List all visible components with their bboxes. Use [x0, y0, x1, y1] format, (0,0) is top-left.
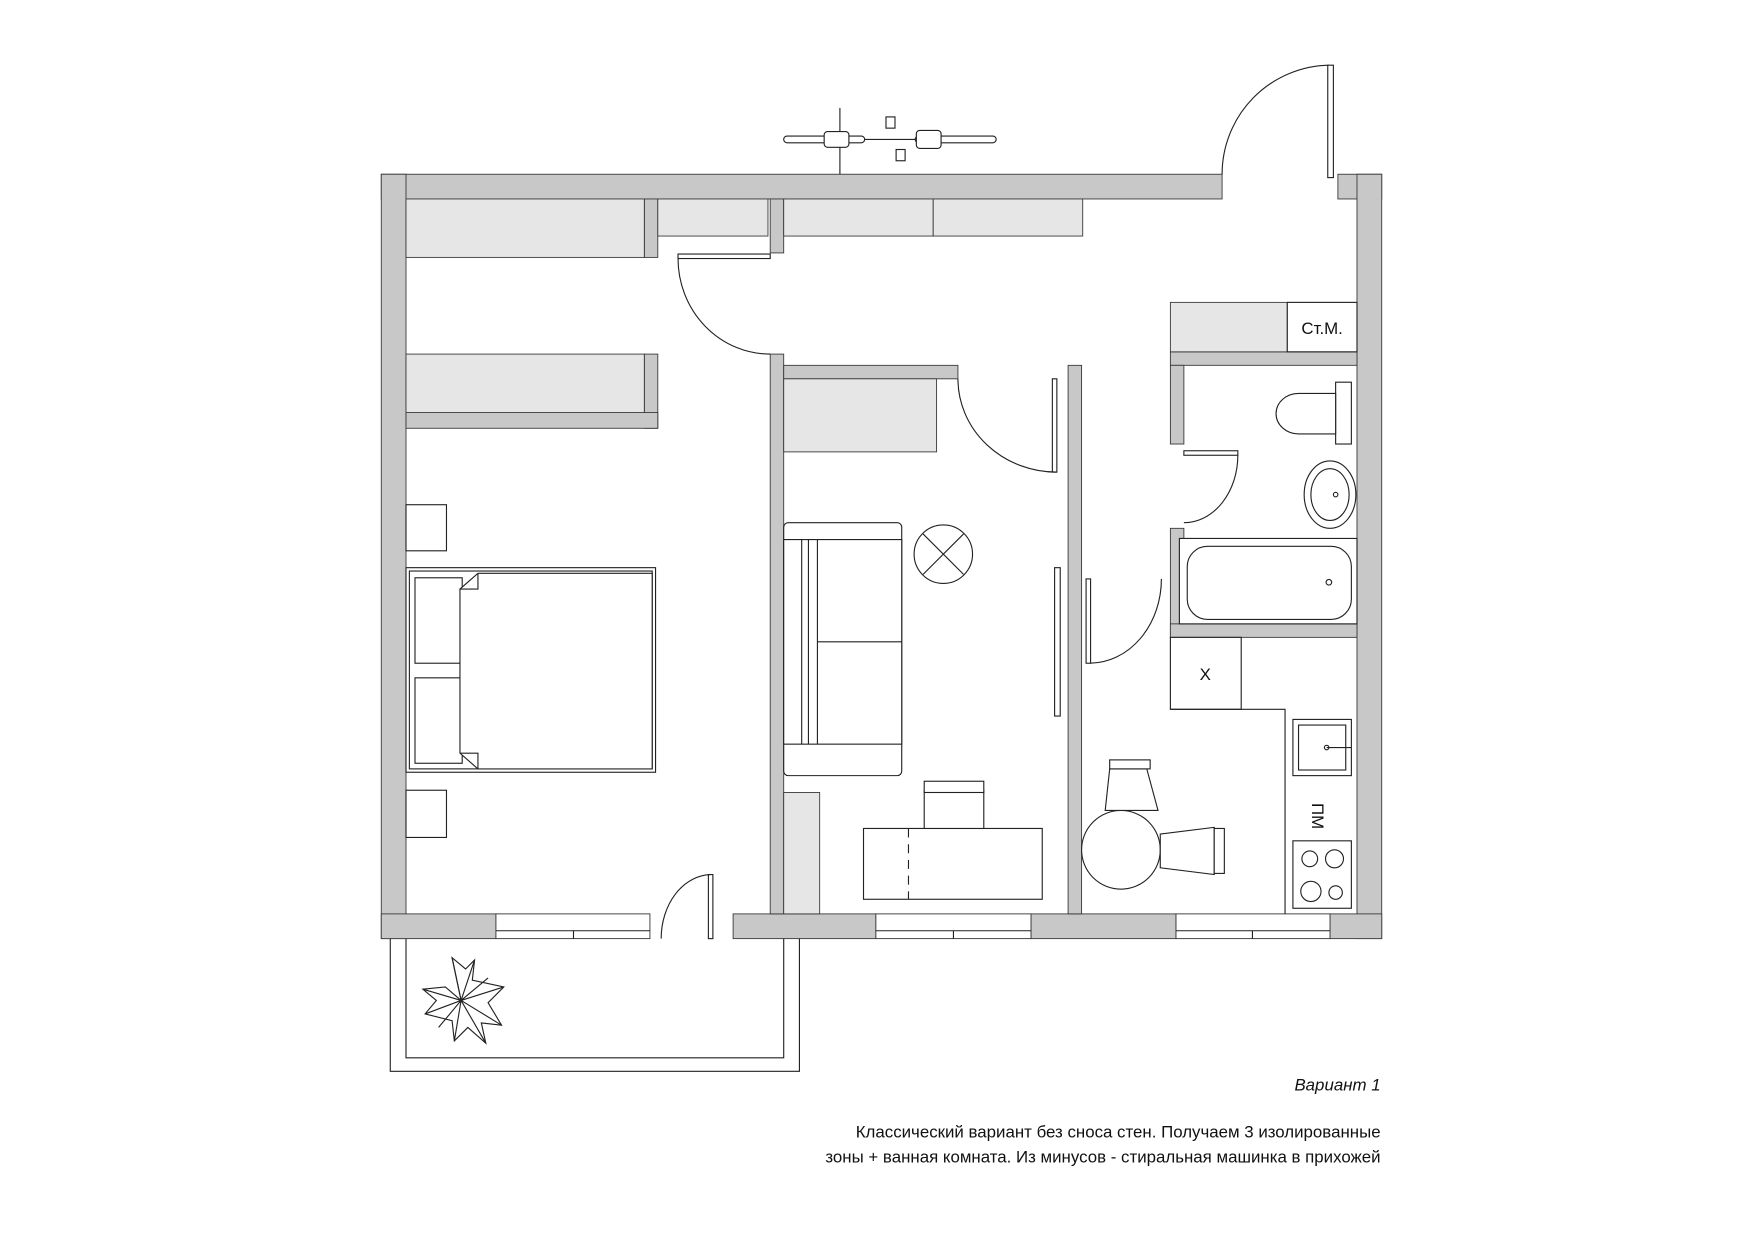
- balcony: [389, 938, 800, 1072]
- bathtub: [1178, 537, 1358, 625]
- bedroom-door: [677, 253, 771, 355]
- desk: [862, 827, 1043, 900]
- washing-machine: Ст.М.: [1286, 301, 1358, 353]
- ceiling-lamp-icon: [913, 524, 974, 584]
- fridge-label: Х: [1200, 665, 1211, 684]
- windows: [495, 913, 1331, 940]
- description-line-2: зоны + ванная комната. Из минусов - стир…: [825, 1147, 1380, 1166]
- desk-chair: [923, 780, 985, 830]
- bed: [405, 567, 657, 773]
- living-furniture: [783, 522, 1043, 900]
- bedroom-furniture: [405, 504, 657, 839]
- fridge: Х: [1169, 636, 1242, 710]
- toilet-door: [1183, 450, 1239, 524]
- entrance-door: [1221, 64, 1334, 179]
- dining-chair: [1104, 759, 1159, 812]
- description-line-1: Классический вариант без сноса стен. Пол…: [856, 1123, 1381, 1142]
- nightstand: [405, 789, 448, 839]
- washbasin: [1303, 460, 1357, 529]
- living-room-door: [957, 378, 1058, 473]
- dining-chair: [1159, 826, 1225, 876]
- kitchen-door: [1085, 578, 1162, 664]
- sofa: [783, 522, 903, 777]
- washing-machine-label: Ст.М.: [1301, 319, 1342, 338]
- nightstand: [405, 504, 448, 552]
- dining-table: [1081, 809, 1161, 890]
- kitchen-sink: [1292, 718, 1352, 777]
- doors: [660, 64, 1334, 940]
- dishwasher-label: ПМ: [1308, 803, 1327, 829]
- kitchen-furniture: Х ПМ: [1081, 636, 1352, 914]
- caption: Вариант 1 Классический вариант без сноса…: [825, 1075, 1380, 1166]
- living-sliding-door: [1054, 567, 1061, 717]
- toilet: [1275, 381, 1352, 445]
- plant-icon: [421, 956, 505, 1045]
- wardrobes: [405, 198, 1288, 915]
- balcony-door: [660, 873, 714, 940]
- bicycle-icon: [783, 107, 997, 175]
- walls: [380, 173, 1383, 940]
- stove: [1292, 840, 1352, 909]
- variant-title: Вариант 1: [1294, 1075, 1380, 1094]
- bathroom-fixtures: [1178, 381, 1358, 625]
